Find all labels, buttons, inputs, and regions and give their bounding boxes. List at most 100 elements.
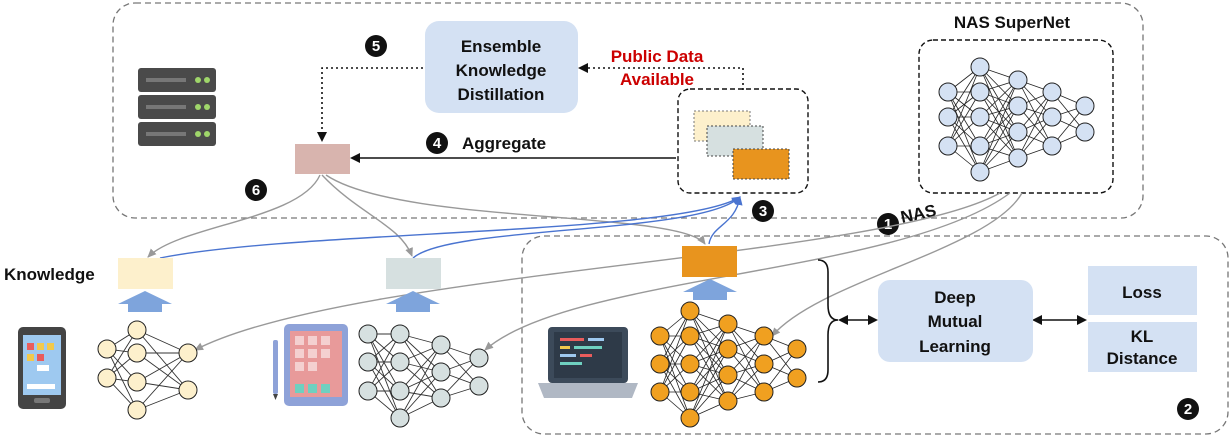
svg-text:2: 2 xyxy=(1184,401,1192,418)
network-node xyxy=(680,354,700,374)
network-node xyxy=(1042,107,1062,127)
upload-client-a xyxy=(159,196,741,259)
network-node xyxy=(390,352,410,372)
step-3-badge: 3 xyxy=(752,200,774,222)
laptop-icon xyxy=(538,327,638,398)
public-data-line2: Available xyxy=(620,70,694,89)
kl-line1: KL xyxy=(1131,327,1154,346)
dml-line3: Learning xyxy=(919,337,991,356)
step-2-badge: 2 xyxy=(1177,398,1199,420)
client-b-model-box xyxy=(386,258,441,289)
network-node xyxy=(650,326,670,346)
network-node xyxy=(970,82,990,102)
client-c-model-box xyxy=(682,246,737,277)
loss-label: Loss xyxy=(1122,283,1162,302)
network-node xyxy=(938,136,958,156)
network-node xyxy=(1075,122,1095,142)
network-node xyxy=(1008,122,1028,142)
ensemble-kd-box xyxy=(425,21,578,113)
network-node xyxy=(431,362,451,382)
upload-client-c xyxy=(708,196,743,245)
dotted-arrow-to-ensemble xyxy=(578,63,744,90)
ensemble-line2: Knowledge xyxy=(456,61,547,80)
client-a-up-arrow xyxy=(118,291,172,312)
client-a-network xyxy=(97,320,198,420)
step-1-badge: 1 xyxy=(877,213,899,235)
global-to-client-b xyxy=(321,174,413,257)
global-to-client-c xyxy=(325,174,706,245)
network-node xyxy=(718,391,738,411)
step-5-badge: 5 xyxy=(365,35,387,57)
server-region xyxy=(112,2,1144,219)
public-data-line1: Public Data xyxy=(611,47,704,66)
network-node xyxy=(469,348,489,368)
svg-text:1: 1 xyxy=(884,216,892,233)
network-node xyxy=(178,343,198,363)
network-node xyxy=(431,388,451,408)
network-node xyxy=(970,57,990,77)
upload-client-b xyxy=(412,196,741,259)
network-node xyxy=(650,382,670,402)
network-node xyxy=(938,82,958,102)
client-b-network xyxy=(358,324,489,428)
aggregate-label: Aggregate xyxy=(462,134,546,153)
network-node xyxy=(970,107,990,127)
svg-text:3: 3 xyxy=(759,203,767,220)
client-models-collection xyxy=(677,88,809,194)
network-node xyxy=(127,320,147,340)
network-node xyxy=(178,380,198,400)
network-node xyxy=(431,335,451,355)
network-node xyxy=(469,376,489,396)
dml-box xyxy=(878,280,1033,362)
network-node xyxy=(358,324,378,344)
network-node xyxy=(358,352,378,372)
supernet-network xyxy=(938,57,1095,182)
network-node xyxy=(754,382,774,402)
kl-line2: Distance xyxy=(1107,349,1178,368)
network-node xyxy=(127,343,147,363)
network-node xyxy=(680,382,700,402)
client-c-network xyxy=(650,301,807,428)
network-node xyxy=(390,324,410,344)
dotted-arrow-to-global xyxy=(317,67,423,142)
svg-text:5: 5 xyxy=(372,38,380,55)
client-region xyxy=(521,235,1229,435)
network-node xyxy=(1042,82,1062,102)
tablet-icon xyxy=(273,324,348,406)
network-node xyxy=(97,339,117,359)
network-node xyxy=(1008,148,1028,168)
step-4-badge: 4 xyxy=(426,132,448,154)
svg-text:4: 4 xyxy=(433,135,442,152)
network-node xyxy=(680,301,700,321)
network-node xyxy=(970,136,990,156)
svg-text:6: 6 xyxy=(252,182,260,199)
network-node xyxy=(97,368,117,388)
network-node xyxy=(754,354,774,374)
network-node xyxy=(718,365,738,385)
global-to-client-a xyxy=(147,174,321,258)
network-node xyxy=(938,107,958,127)
nas-arrow-to-client-b xyxy=(484,192,1011,351)
ensemble-line1: Ensemble xyxy=(461,37,541,56)
dml-line1: Deep xyxy=(934,288,976,307)
network-node xyxy=(787,339,807,359)
ensemble-line3: Distillation xyxy=(458,85,545,104)
network-node xyxy=(680,326,700,346)
network-node xyxy=(127,372,147,392)
dml-line2: Mutual xyxy=(928,312,983,331)
client-b-up-arrow xyxy=(386,291,440,312)
global-model-box xyxy=(295,144,350,174)
server-rack-icon xyxy=(138,68,216,146)
network-node xyxy=(358,381,378,401)
nas-arrow-to-client-a xyxy=(194,192,1001,351)
network-node xyxy=(680,408,700,428)
smartphone-icon xyxy=(18,327,66,409)
network-node xyxy=(1008,70,1028,90)
network-node xyxy=(650,354,670,374)
network-node xyxy=(127,400,147,420)
network-node xyxy=(390,381,410,401)
brace xyxy=(817,259,839,383)
network-node xyxy=(718,314,738,334)
client-c-up-arrow xyxy=(683,279,737,300)
